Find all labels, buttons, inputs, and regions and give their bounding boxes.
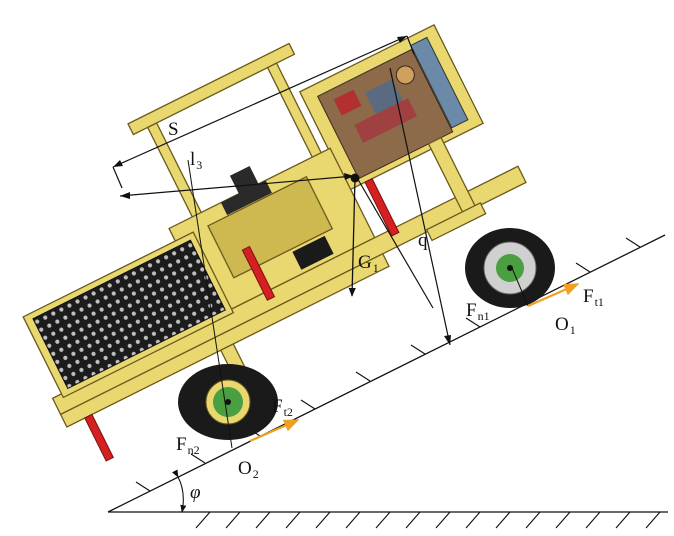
l3-label: l3 [190, 149, 202, 172]
Fn2-label: Fn2 [176, 434, 200, 457]
engine-part-red [333, 89, 362, 116]
cylinder-mid [241, 245, 276, 301]
canopy-roof [127, 42, 296, 136]
rear-reference-line [187, 159, 233, 449]
cab-panel [207, 175, 334, 279]
seat-base [220, 180, 272, 216]
q-label: q [418, 230, 428, 251]
engine-pulley [395, 65, 415, 85]
footwell [292, 235, 334, 270]
front-normal-line [511, 267, 529, 307]
front-wheel [465, 228, 555, 308]
Ft1-label: Ft1 [583, 286, 604, 309]
slope-angle-arc [172, 469, 187, 513]
phi-label: φ [190, 482, 201, 503]
vehicle [22, 24, 527, 462]
O2-label: O2 [238, 458, 259, 481]
Fn1-label: Fn1 [466, 300, 490, 323]
dimension-q [355, 67, 451, 346]
cylinder-rear-left [84, 413, 114, 462]
engine-part-lower [354, 98, 417, 143]
cylinder-front [364, 177, 400, 237]
slope-ground [107, 234, 668, 513]
gravity-arrow [348, 177, 356, 297]
rear-wheel [178, 364, 278, 440]
front-step [425, 202, 487, 242]
dimension-S [112, 35, 415, 189]
solar-panel [32, 239, 226, 390]
dimension-l3 [119, 173, 355, 199]
O1-label: O1 [555, 314, 576, 337]
radiator [410, 36, 469, 129]
Ft2-label: Ft2 [272, 396, 293, 419]
S-label: S [168, 119, 179, 140]
Ft2-arrow [249, 418, 300, 443]
G1-label: G1 [358, 252, 379, 275]
Ft1-arrow [527, 282, 580, 308]
base-hatching [195, 511, 661, 529]
